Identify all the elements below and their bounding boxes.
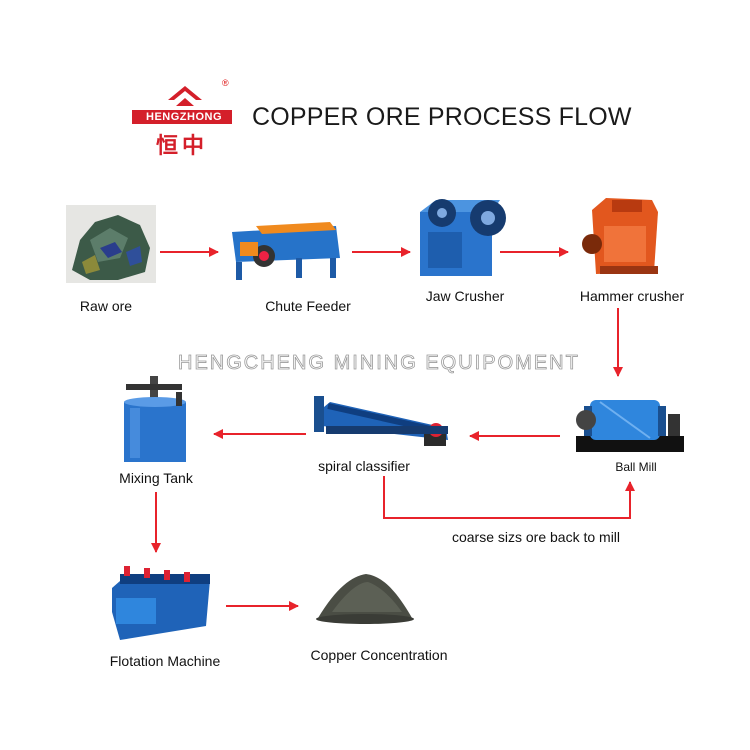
page-title: COPPER ORE PROCESS FLOW [252,103,632,131]
label-return-loop: coarse sizs ore back to mill [451,529,621,545]
copper-concentrate-pile [316,574,414,624]
hammer-crusher-machine [582,198,658,274]
label-ball-mill: Ball Mill [615,460,657,474]
brand-logo-mark [132,86,232,124]
flotation-machine [112,566,210,640]
label-jaw-crusher: Jaw Crusher [425,288,505,304]
chute-feeder-machine [232,222,340,280]
jaw-crusher-machine [420,199,506,276]
brand-logo: HENGZHONG 恒中 ® [130,78,240,159]
registered-mark: ® [222,78,229,88]
watermark: HENGCHENG MINING EQUIPOMENT [178,352,580,375]
spiral-classifier-machine [314,396,448,446]
label-hammer-crusher: Hammer crusher [579,288,685,304]
arrow-return-loop [383,476,635,519]
brand-logo-chinese: 恒中 [156,134,209,159]
mixing-tank-machine [124,376,186,462]
label-copper-concentration: Copper Concentration [310,647,448,663]
raw-ore-rock [66,205,156,283]
flow-arrows [151,247,635,611]
label-spiral-classifier: spiral classifier [318,458,410,474]
label-mixing-tank: Mixing Tank [119,470,193,486]
label-flotation-machine: Flotation Machine [109,653,221,669]
label-chute-feeder: Chute Feeder [265,298,351,314]
label-raw-ore: Raw ore [79,298,133,314]
ball-mill-machine [576,400,684,452]
brand-logo-text: HENGZHONG [146,111,222,123]
